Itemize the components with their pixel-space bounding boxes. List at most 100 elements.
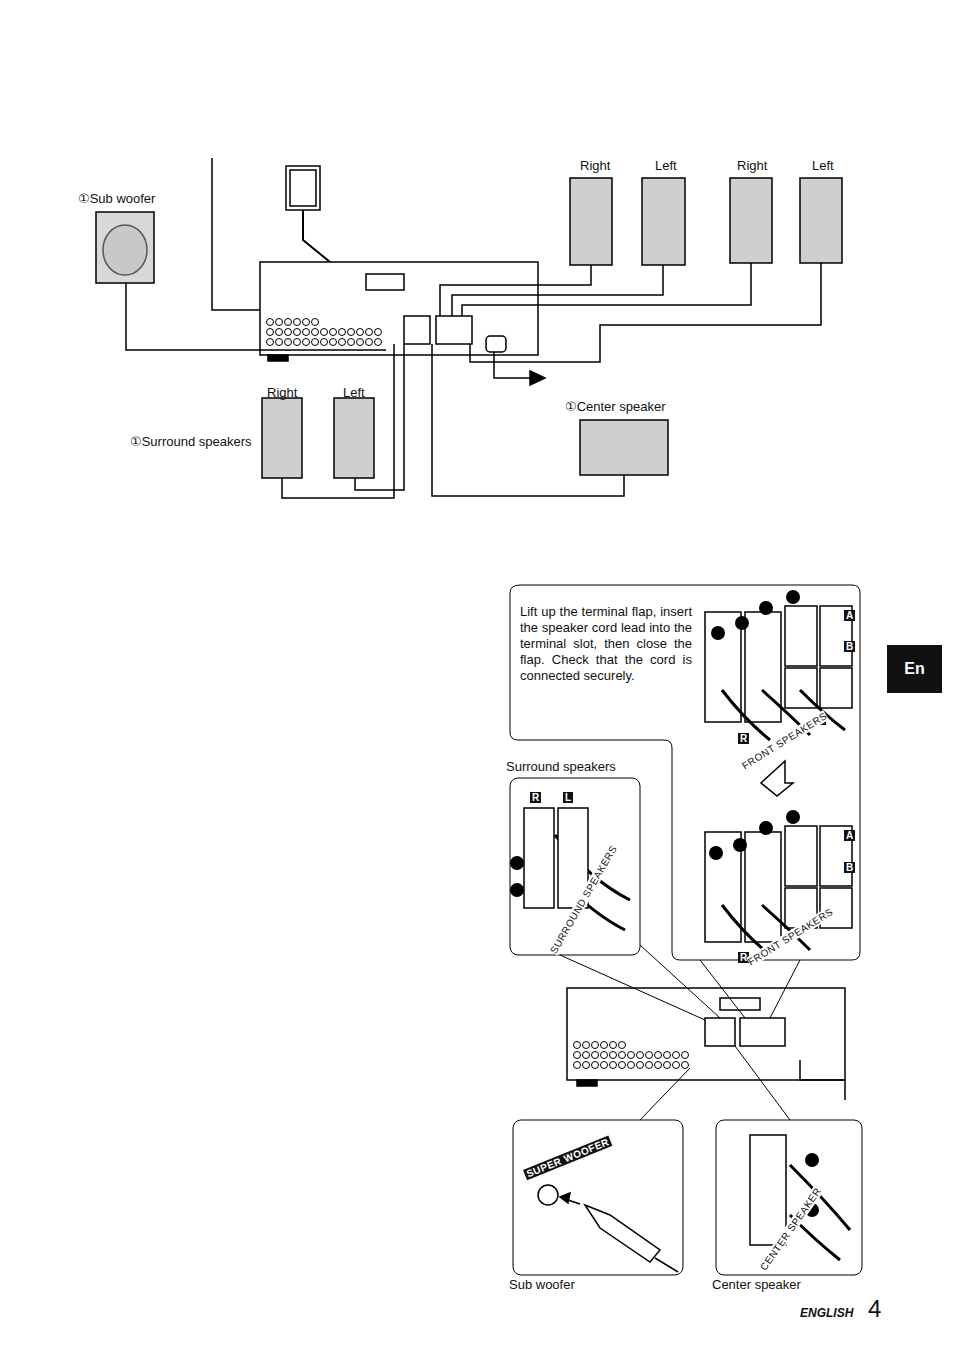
jack <box>610 1062 617 1069</box>
center-speaker <box>580 420 668 475</box>
insert-arrow-head <box>560 1193 570 1203</box>
jack <box>321 339 328 346</box>
inset-caption: Sub woofer <box>509 1277 575 1292</box>
jack <box>583 1062 590 1069</box>
power-cord <box>494 352 530 378</box>
jack <box>312 339 319 346</box>
jack <box>276 319 283 326</box>
front-right-speaker-b <box>730 178 772 263</box>
terminal-tag: A <box>844 830 855 841</box>
surround-terminal <box>524 808 554 908</box>
page-language: ENGLISH <box>800 1306 853 1320</box>
jack <box>330 339 337 346</box>
cord-arrow <box>530 371 545 385</box>
jack <box>655 1052 662 1059</box>
jack <box>321 329 328 336</box>
center-inset: Center speaker <box>716 1120 862 1275</box>
jack-panel <box>267 319 689 1069</box>
channel-label: Left <box>655 158 677 173</box>
sub-woofer-speaker <box>96 212 154 283</box>
polarity-symbols <box>511 591 818 1216</box>
jack <box>574 1052 581 1059</box>
jack <box>592 1052 599 1059</box>
jack <box>303 329 310 336</box>
center-terminal <box>750 1135 786 1245</box>
jack <box>601 1052 608 1059</box>
jack <box>592 1042 599 1049</box>
jack <box>628 1052 635 1059</box>
jack <box>655 1062 662 1069</box>
channel-label: Right <box>580 158 610 173</box>
jack <box>339 339 346 346</box>
instruction-callout: Lift up the terminal flap, insert the sp… <box>520 604 692 700</box>
jack <box>303 319 310 326</box>
antenna-terminals <box>720 998 760 1010</box>
rca-jack <box>538 1185 558 1205</box>
jack <box>312 329 319 336</box>
jack <box>339 329 346 336</box>
jack <box>673 1052 680 1059</box>
step-arrow <box>761 761 793 796</box>
terminal-tag: A <box>844 610 855 621</box>
woofer-cone <box>103 225 147 275</box>
sub-woofer-inset-outline <box>513 1120 683 1275</box>
jack <box>267 329 274 336</box>
plug-cord <box>655 1258 678 1272</box>
front-terminals <box>740 1018 785 1046</box>
speaker-wire <box>462 263 751 316</box>
front-left-speaker-b <box>800 178 842 263</box>
node-text: En <box>904 660 924 678</box>
jack <box>682 1052 689 1059</box>
surround-left-speaker <box>334 398 374 478</box>
speaker-wire <box>470 263 821 362</box>
jack <box>646 1062 653 1069</box>
surround-terminals <box>705 1018 735 1046</box>
front-terminal-block <box>705 606 852 942</box>
jack <box>375 329 382 336</box>
channel-label: Left <box>812 158 834 173</box>
jack <box>637 1062 644 1069</box>
jack <box>375 339 382 346</box>
jack <box>294 329 301 336</box>
callout-label: ①Surround speakers <box>130 434 252 449</box>
terminal-tag: B <box>844 641 855 652</box>
jack <box>312 319 319 326</box>
page-number: 4 <box>868 1296 881 1322</box>
jack <box>330 329 337 336</box>
sub-woofer-cord <box>126 283 386 350</box>
jack <box>303 339 310 346</box>
language-tab: En <box>887 645 942 693</box>
am-loop-antenna <box>286 166 320 210</box>
front-terminals <box>436 316 472 344</box>
jack <box>601 1042 608 1049</box>
jack <box>583 1052 590 1059</box>
jack <box>357 339 364 346</box>
leader-lines <box>560 945 800 1120</box>
jack <box>637 1052 644 1059</box>
speaker-wire <box>432 344 624 496</box>
surround-right-speaker <box>262 398 302 478</box>
jack <box>267 339 274 346</box>
front-left-speaker <box>642 178 685 265</box>
panel-marking: SUPER WOOFER <box>523 1135 613 1180</box>
inset-caption: Center speaker <box>712 1277 801 1292</box>
jack <box>682 1062 689 1069</box>
inset-caption: Surround speakers <box>506 759 616 774</box>
jack <box>285 339 292 346</box>
callout-label: ①Sub woofer <box>78 191 155 206</box>
jack <box>592 1062 599 1069</box>
jack <box>646 1052 653 1059</box>
jack <box>619 1052 626 1059</box>
jack <box>285 329 292 336</box>
antenna-terminals <box>366 274 404 290</box>
center-inset-outline <box>716 1120 862 1275</box>
jack <box>348 329 355 336</box>
terminal-tag: B <box>844 862 855 873</box>
terminal-tag: L <box>563 792 573 803</box>
speaker-cords <box>555 690 845 955</box>
jack <box>267 319 274 326</box>
jack <box>574 1042 581 1049</box>
jack <box>366 339 373 346</box>
jack <box>574 1062 581 1069</box>
receiver-rear <box>260 262 538 355</box>
